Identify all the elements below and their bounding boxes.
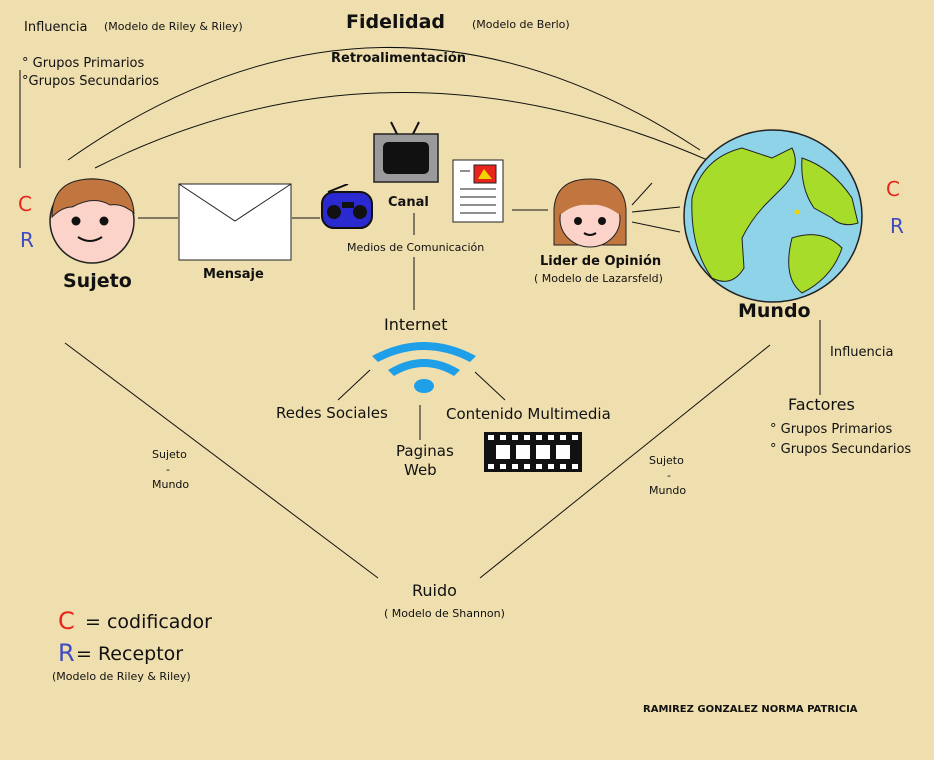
web-pages-label-2: Web: [404, 461, 437, 479]
right-sm-a: Sujeto: [649, 454, 684, 467]
legend-r-text: = Receptor: [76, 643, 184, 665]
leader-world-line2: [631, 206, 681, 213]
left-influence-label: Influencia: [24, 20, 88, 35]
envelope-icon: [178, 183, 292, 261]
multimedia-label: Contenido Multimedia: [446, 405, 611, 423]
author-name: RAMIREZ GONZALEZ NORMA PATRICIA: [643, 704, 858, 715]
globe-icon: [683, 129, 863, 303]
c-letter-right: C: [886, 177, 900, 201]
leader-world-line1: [631, 182, 653, 206]
internet-label: Internet: [384, 315, 448, 334]
left-sm-a: Sujeto: [152, 448, 187, 461]
title-note: (Modelo de Berlo): [472, 18, 570, 31]
social-networks-label: Redes Sociales: [276, 404, 388, 422]
right-primary-groups: ° Grupos Primarios: [770, 422, 893, 437]
left-sm-dash: -: [166, 463, 170, 476]
noise-model: ( Modelo de Shannon): [384, 607, 505, 620]
left-primary-groups: ° Grupos Primarios: [22, 56, 145, 71]
leader-model: ( Modelo de Lazarsfeld): [534, 272, 663, 285]
media-label: Medios de Comunicación: [347, 241, 485, 254]
left-influence-model: (Modelo de Riley & Riley): [104, 20, 243, 33]
internet-multimedia-line: [474, 371, 506, 401]
left-secondary-groups: °Grupos Secundarios: [22, 74, 160, 89]
boy-face-icon: [49, 178, 135, 264]
right-secondary-groups: ° Grupos Secundarios: [770, 442, 912, 457]
c-letter-left: C: [18, 192, 32, 216]
leader-label: Lider de Opinión: [540, 254, 662, 269]
fidelity-arc: [67, 46, 701, 161]
feedback-arc: [94, 92, 713, 169]
wifi-icon: [372, 342, 476, 393]
legend-c-letter: C: [58, 607, 75, 635]
world-noise-line: [479, 344, 771, 579]
right-sm-dash: -: [667, 469, 671, 482]
film-strip-icon: [484, 432, 582, 472]
left-sm-b: Mundo: [152, 478, 190, 491]
r-letter-left: R: [20, 228, 34, 252]
feedback-label: Retroalimentación: [331, 51, 467, 66]
legend-model: (Modelo de Riley & Riley): [52, 670, 191, 683]
world-label: Mundo: [738, 300, 811, 322]
girl-face-icon: [553, 178, 627, 248]
right-sm-b: Mundo: [649, 484, 687, 497]
television-icon: [373, 121, 439, 183]
web-pages-label-1: Paginas: [396, 442, 454, 460]
page-title: Fidelidad: [346, 11, 446, 33]
noise-label: Ruido: [412, 581, 457, 600]
subject-noise-line: [64, 342, 379, 579]
internet-social-line: [337, 369, 371, 401]
right-influence-label: Influencia: [830, 345, 894, 360]
radio-icon: [321, 184, 373, 229]
factors-label: Factores: [788, 395, 855, 414]
newspaper-icon: [452, 159, 504, 223]
channel-label: Canal: [388, 195, 429, 210]
r-letter-right: R: [890, 214, 904, 238]
legend-r-letter: R: [58, 639, 75, 667]
subject-label: Sujeto: [63, 270, 132, 292]
leader-world-line3: [631, 221, 681, 233]
message-label: Mensaje: [203, 267, 264, 282]
legend-c-text: = codificador: [85, 611, 212, 633]
